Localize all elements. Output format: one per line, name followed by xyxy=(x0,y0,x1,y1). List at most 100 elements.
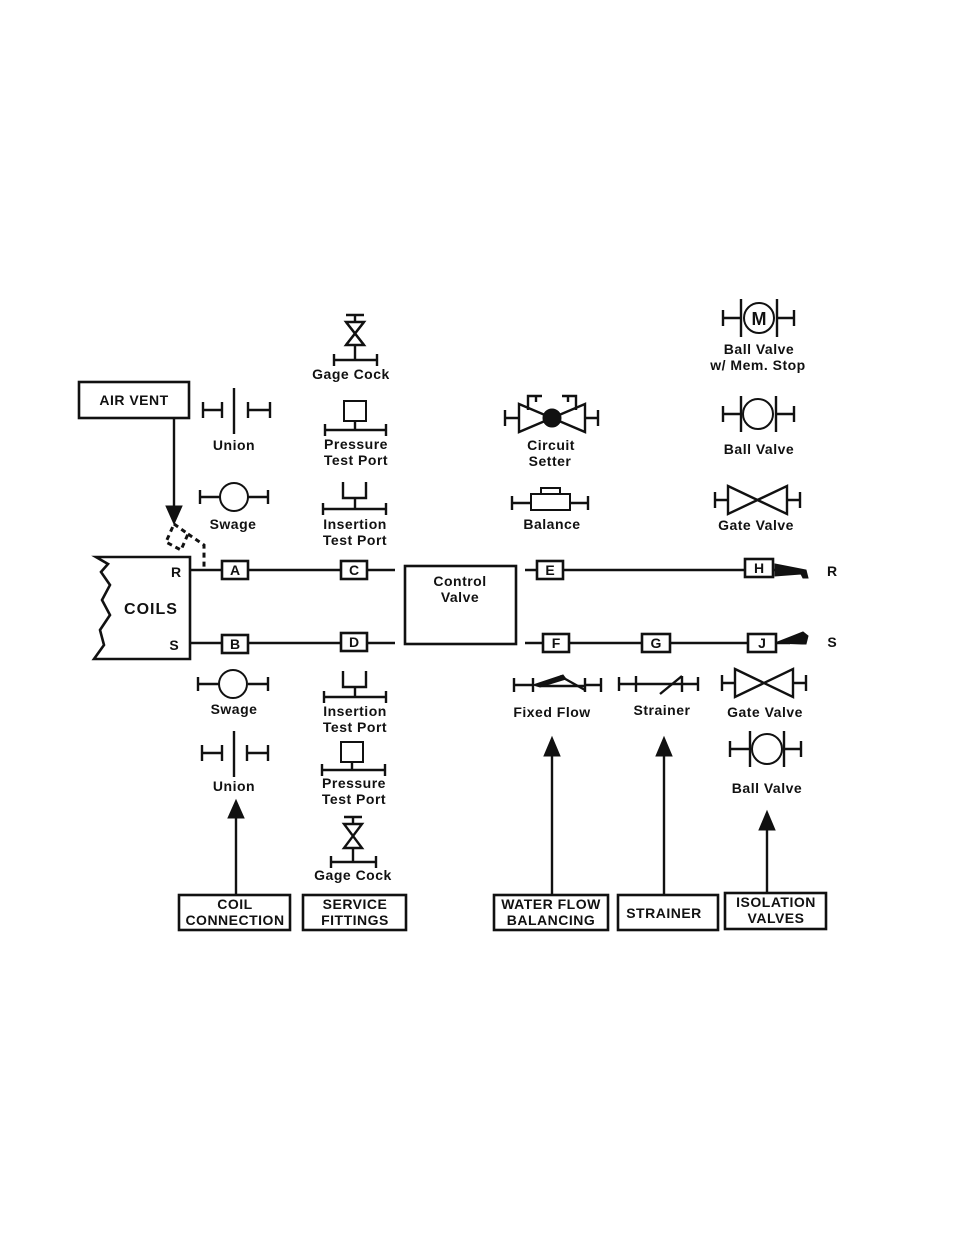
point-c: C xyxy=(339,559,369,581)
swage-top-symbol: Swage xyxy=(198,482,270,532)
insertion-test-port-bottom-symbol: Insertion Test Port xyxy=(322,671,388,735)
category-isolation-valves: ISOLATION VALVES xyxy=(723,809,828,931)
ball-valve-motor-icon: M xyxy=(721,299,796,337)
gage-cock-icon xyxy=(332,313,379,366)
strainer-category-label: STRAINER xyxy=(626,905,702,921)
supply-pipe-end-icon xyxy=(774,631,809,645)
strainer-icon xyxy=(617,675,700,695)
gate-valve-icon xyxy=(720,667,808,699)
gate-valve-bottom-label: Gate Valve xyxy=(727,704,803,720)
gage-cock-bottom-label: Gage Cock xyxy=(314,867,392,883)
union-bottom-label: Union xyxy=(213,778,255,794)
pressure-test-port-icon xyxy=(320,741,387,776)
air-vent-label: AIR VENT xyxy=(99,392,168,408)
coil-connection-arrowhead-icon xyxy=(227,798,245,819)
union-icon xyxy=(201,388,272,434)
pressure-test-port-top-label-line-2: Test Port xyxy=(324,452,388,468)
isolation-valves-label-line-1: ISOLATION xyxy=(736,894,816,910)
isolation-valves-label-line-2: VALVES xyxy=(748,910,805,926)
gage-cock-top-label: Gage Cock xyxy=(312,366,390,382)
point-markers: A B C D E F G H xyxy=(220,557,778,655)
gate-valve-top-label: Gate Valve xyxy=(718,517,794,533)
category-strainer: STRAINER xyxy=(616,735,720,932)
point-g: G xyxy=(640,632,672,654)
gate-valve-bottom-symbol: Gate Valve xyxy=(720,667,808,720)
pressure-test-port-bottom-label-line-1: Pressure xyxy=(322,775,386,791)
isolation-valves-arrowhead-icon xyxy=(758,809,776,831)
fixed-flow-symbol: Fixed Flow xyxy=(512,674,603,720)
ball-valve-mem-stop-symbol: M Ball Valve w/ Mem. Stop xyxy=(709,299,805,373)
pressure-test-port-top-symbol: Pressure Test Port xyxy=(323,400,388,468)
insertion-test-port-bottom-label-line-2: Test Port xyxy=(323,719,387,735)
gage-cock-top-symbol: Gage Cock xyxy=(312,313,390,382)
point-f-label: F xyxy=(552,635,561,651)
point-h: H xyxy=(743,557,775,579)
control-valve-label-line-2: Valve xyxy=(441,589,479,605)
point-d: D xyxy=(339,631,369,653)
service-fittings-box xyxy=(301,893,408,932)
air-vent: AIR VENT xyxy=(77,380,206,570)
insertion-test-port-bottom-label-line-1: Insertion xyxy=(323,703,387,719)
pressure-test-port-top-label-line-1: Pressure xyxy=(324,436,388,452)
water-flow-balancing-label-line-2: BALANCING xyxy=(507,912,596,928)
ball-valve-icon xyxy=(721,396,796,432)
fixed-flow-label: Fixed Flow xyxy=(513,704,590,720)
category-service-fittings: SERVICE FITTINGS xyxy=(301,893,408,932)
point-d-label: D xyxy=(349,634,359,650)
circuit-setter-symbol: Circuit Setter xyxy=(503,394,600,469)
category-water-flow-balancing: WATER FLOW BALANCING xyxy=(492,735,610,932)
point-e-label: E xyxy=(545,562,554,578)
point-e: E xyxy=(535,559,565,581)
insertion-test-port-icon xyxy=(322,671,388,703)
control-valve-box xyxy=(403,564,518,646)
control-valve-label-line-1: Control xyxy=(433,573,486,589)
pressure-test-port-bottom-label-line-2: Test Port xyxy=(322,791,386,807)
coils-unit: COILS R S xyxy=(91,555,192,661)
air-vent-box xyxy=(77,380,191,420)
coil-connection-box xyxy=(177,893,292,932)
point-a-label: A xyxy=(230,562,240,578)
water-flow-balancing-box xyxy=(492,893,610,932)
coils-supply-label: S xyxy=(169,637,178,653)
ball-valve-top-symbol: Ball Valve xyxy=(721,396,796,457)
swage-icon xyxy=(198,482,270,512)
isolation-valves-box xyxy=(723,891,828,931)
air-vent-dashed-connection xyxy=(164,522,206,570)
gate-valve-icon xyxy=(713,484,802,516)
point-a: A xyxy=(220,559,250,581)
swage-top-label: Swage xyxy=(210,516,257,532)
ball-valve-bottom-label: Ball Valve xyxy=(732,780,802,796)
ball-valve-mem-stop-label-line-2: w/ Mem. Stop xyxy=(709,357,805,373)
service-fittings-label-line-1: SERVICE xyxy=(323,896,388,912)
motor-letter: M xyxy=(752,309,767,329)
control-valve: Control Valve xyxy=(403,564,518,646)
ball-valve-mem-stop-label-line-1: Ball Valve xyxy=(724,341,794,357)
return-pipe-end-icon xyxy=(774,563,809,579)
coils-return-label: R xyxy=(171,564,181,580)
return-line-label: R xyxy=(827,563,837,579)
swage-bottom-symbol: Swage xyxy=(196,669,270,717)
pressure-test-port-icon xyxy=(323,400,388,436)
strainer-arrowhead-icon xyxy=(655,735,673,757)
coil-connection-label-line-1: COIL xyxy=(217,896,252,912)
coil-connection-label-line-2: CONNECTION xyxy=(185,912,284,928)
coils-label: COILS xyxy=(124,601,178,618)
balance-symbol: Balance xyxy=(510,487,590,532)
point-b-label: B xyxy=(230,636,240,652)
strainer-label: Strainer xyxy=(634,702,691,718)
ball-valve-bottom-symbol: Ball Valve xyxy=(728,731,803,796)
union-top-label: Union xyxy=(213,437,255,453)
insertion-test-port-top-symbol: Insertion Test Port xyxy=(321,482,388,548)
insertion-test-port-top-label-line-2: Test Port xyxy=(323,532,387,548)
water-flow-balancing-arrowhead-icon xyxy=(543,735,561,757)
water-flow-balancing-label-line-1: WATER FLOW xyxy=(501,896,601,912)
point-b: B xyxy=(220,633,250,655)
point-f: F xyxy=(541,632,571,654)
point-c-label: C xyxy=(349,562,359,578)
fixed-flow-icon xyxy=(512,674,603,692)
swage-icon xyxy=(196,669,270,699)
union-icon xyxy=(200,731,270,777)
point-g-label: G xyxy=(651,635,662,651)
ball-valve-icon xyxy=(728,731,803,767)
gage-cock-icon xyxy=(329,815,378,868)
